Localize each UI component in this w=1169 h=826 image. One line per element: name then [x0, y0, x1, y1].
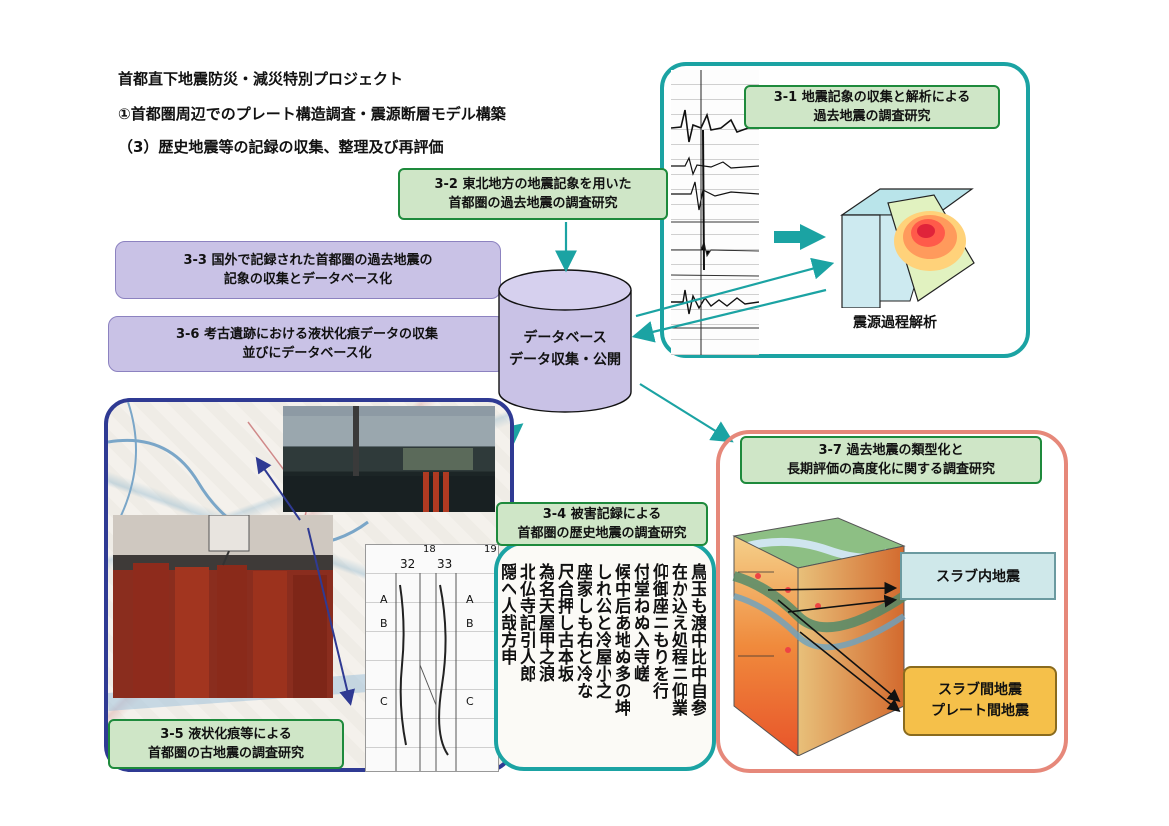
fault-model-icon [840, 188, 975, 308]
manuscript-col-2: 在か込え処程ニ仰業 [669, 563, 687, 716]
database-label-line2: データ収集・公開 [509, 352, 621, 368]
long-term-evaluation-panel [716, 430, 1068, 773]
sheet-pile-photo [113, 515, 333, 698]
label-3-1-line2: 過去地震の調査研究 [813, 109, 931, 124]
manuscript-col-8: 尺合押し古本坂 [555, 563, 573, 682]
label-3-3-line2: 記象の収集とデータベース化 [223, 272, 393, 287]
label-3-5-line2: 首都圏の古地震の調査研究 [147, 746, 304, 761]
database-label: データベース データ収集・公開 [497, 327, 633, 371]
interslab-label: スラブ間地震 [938, 682, 1022, 698]
log-unit-b1: B [380, 617, 388, 630]
excavation-site-photo [283, 406, 495, 512]
log-col-19: 19 [484, 544, 497, 555]
interplate-earthquake-box: スラブ間地震 プレート間地震 [903, 666, 1057, 736]
label-3-3-line1: 3-3 国外で記録された首都圏の過去地震の [183, 253, 433, 268]
project-subtitle: ①首都圏周辺でのプレート構造調査・震源断層モデル構築 [118, 105, 506, 123]
label-3-2: 3-2 東北地方の地震記象を用いた 首都圏の過去地震の調査研究 [398, 168, 668, 220]
manuscript-col-7: 座家しも右と冷な [574, 563, 592, 699]
manuscript-col-6: しれ公と冷屋小之 [593, 563, 611, 699]
interplate-label: プレート間地震 [931, 703, 1029, 719]
arrow-db-to-3-7 [639, 383, 734, 443]
project-section: （3）歴史地震等の記録の収集、整理及び再評価 [118, 138, 444, 156]
label-3-4: 3-4 被害記録による 首都圏の歴史地震の調査研究 [496, 502, 708, 546]
manuscript-col-11: 隠へ人哉方申 [502, 563, 516, 665]
label-3-7: 3-7 過去地震の類型化と 長期評価の高度化に関する調査研究 [740, 436, 1042, 484]
label-3-4-line2: 首都圏の歴史地震の調査研究 [517, 526, 687, 541]
manuscript-col-9: 為名天屋甲之浪 [536, 563, 554, 682]
manuscript-col-3: 仰御座ニもりを行 [650, 563, 668, 699]
source-analysis-label: 震源過程解析 [853, 315, 937, 331]
log-unit-c2: C [466, 695, 474, 708]
log-col-33: 33 [437, 557, 453, 571]
manuscript-col-10: 北仏寺記引人郎 [517, 563, 535, 682]
label-3-2-line2: 首都圏の過去地震の調査研究 [448, 196, 618, 211]
database-label-line1: データベース [523, 330, 607, 346]
label-3-5: 3-5 液状化痕等による 首都圏の古地震の調査研究 [108, 719, 344, 769]
log-unit-b2: B [466, 617, 474, 630]
earthquake-type-arrows [767, 581, 901, 712]
boring-log-chart: 18 19 32 33 A B C A B C [365, 544, 499, 772]
database-icon [498, 269, 632, 413]
log-col-32: 32 [400, 557, 416, 571]
log-unit-c1: C [380, 695, 388, 708]
log-col-18: 18 [423, 544, 436, 555]
manuscript-col-4: 付堂ねぬ入寺嵯 [631, 563, 649, 682]
location-pointer-lines [255, 456, 355, 706]
log-unit-a2: A [466, 593, 474, 606]
manuscript-col-5: 候中后あ地ぬ多の坤 [612, 563, 630, 716]
arrow-right-icon [774, 224, 826, 250]
log-unit-a1: A [380, 593, 388, 606]
label-3-5-line1: 3-5 液状化痕等による [160, 727, 292, 742]
label-3-6-line2: 並びにデータベース化 [242, 346, 372, 361]
historical-document-panel [494, 541, 716, 771]
label-3-1-line1: 3-1 地震記象の収集と解析による [773, 90, 971, 105]
intraslab-earthquake-box: スラブ内地震 [900, 552, 1056, 600]
label-3-6: 3-6 考古遺跡における液状化痕データの収集 並びにデータベース化 [108, 316, 506, 372]
label-3-7-line2: 長期評価の高度化に関する調査研究 [786, 462, 995, 477]
label-3-3: 3-3 国外で記録された首都圏の過去地震の 記象の収集とデータベース化 [115, 241, 501, 299]
label-3-4-line1: 3-4 被害記録による [542, 507, 662, 522]
label-3-2-line1: 3-2 東北地方の地震記象を用いた [434, 177, 632, 192]
label-3-6-line1: 3-6 考古遺跡における液状化痕データの収集 [175, 327, 438, 342]
label-3-1: 3-1 地震記象の収集と解析による 過去地震の調査研究 [744, 85, 1000, 129]
manuscript-text: 鳥玉も渡中比中自参 在か込え処程ニ仰業 仰御座ニもりを行 付堂ねぬ入寺嵯 候中后… [502, 555, 708, 765]
manuscript-col-1: 鳥玉も渡中比中自参 [688, 563, 706, 716]
project-title: 首都直下地震防災・減災特別プロジェクト [118, 70, 404, 88]
label-3-7-line1: 3-7 過去地震の類型化と [818, 443, 964, 458]
